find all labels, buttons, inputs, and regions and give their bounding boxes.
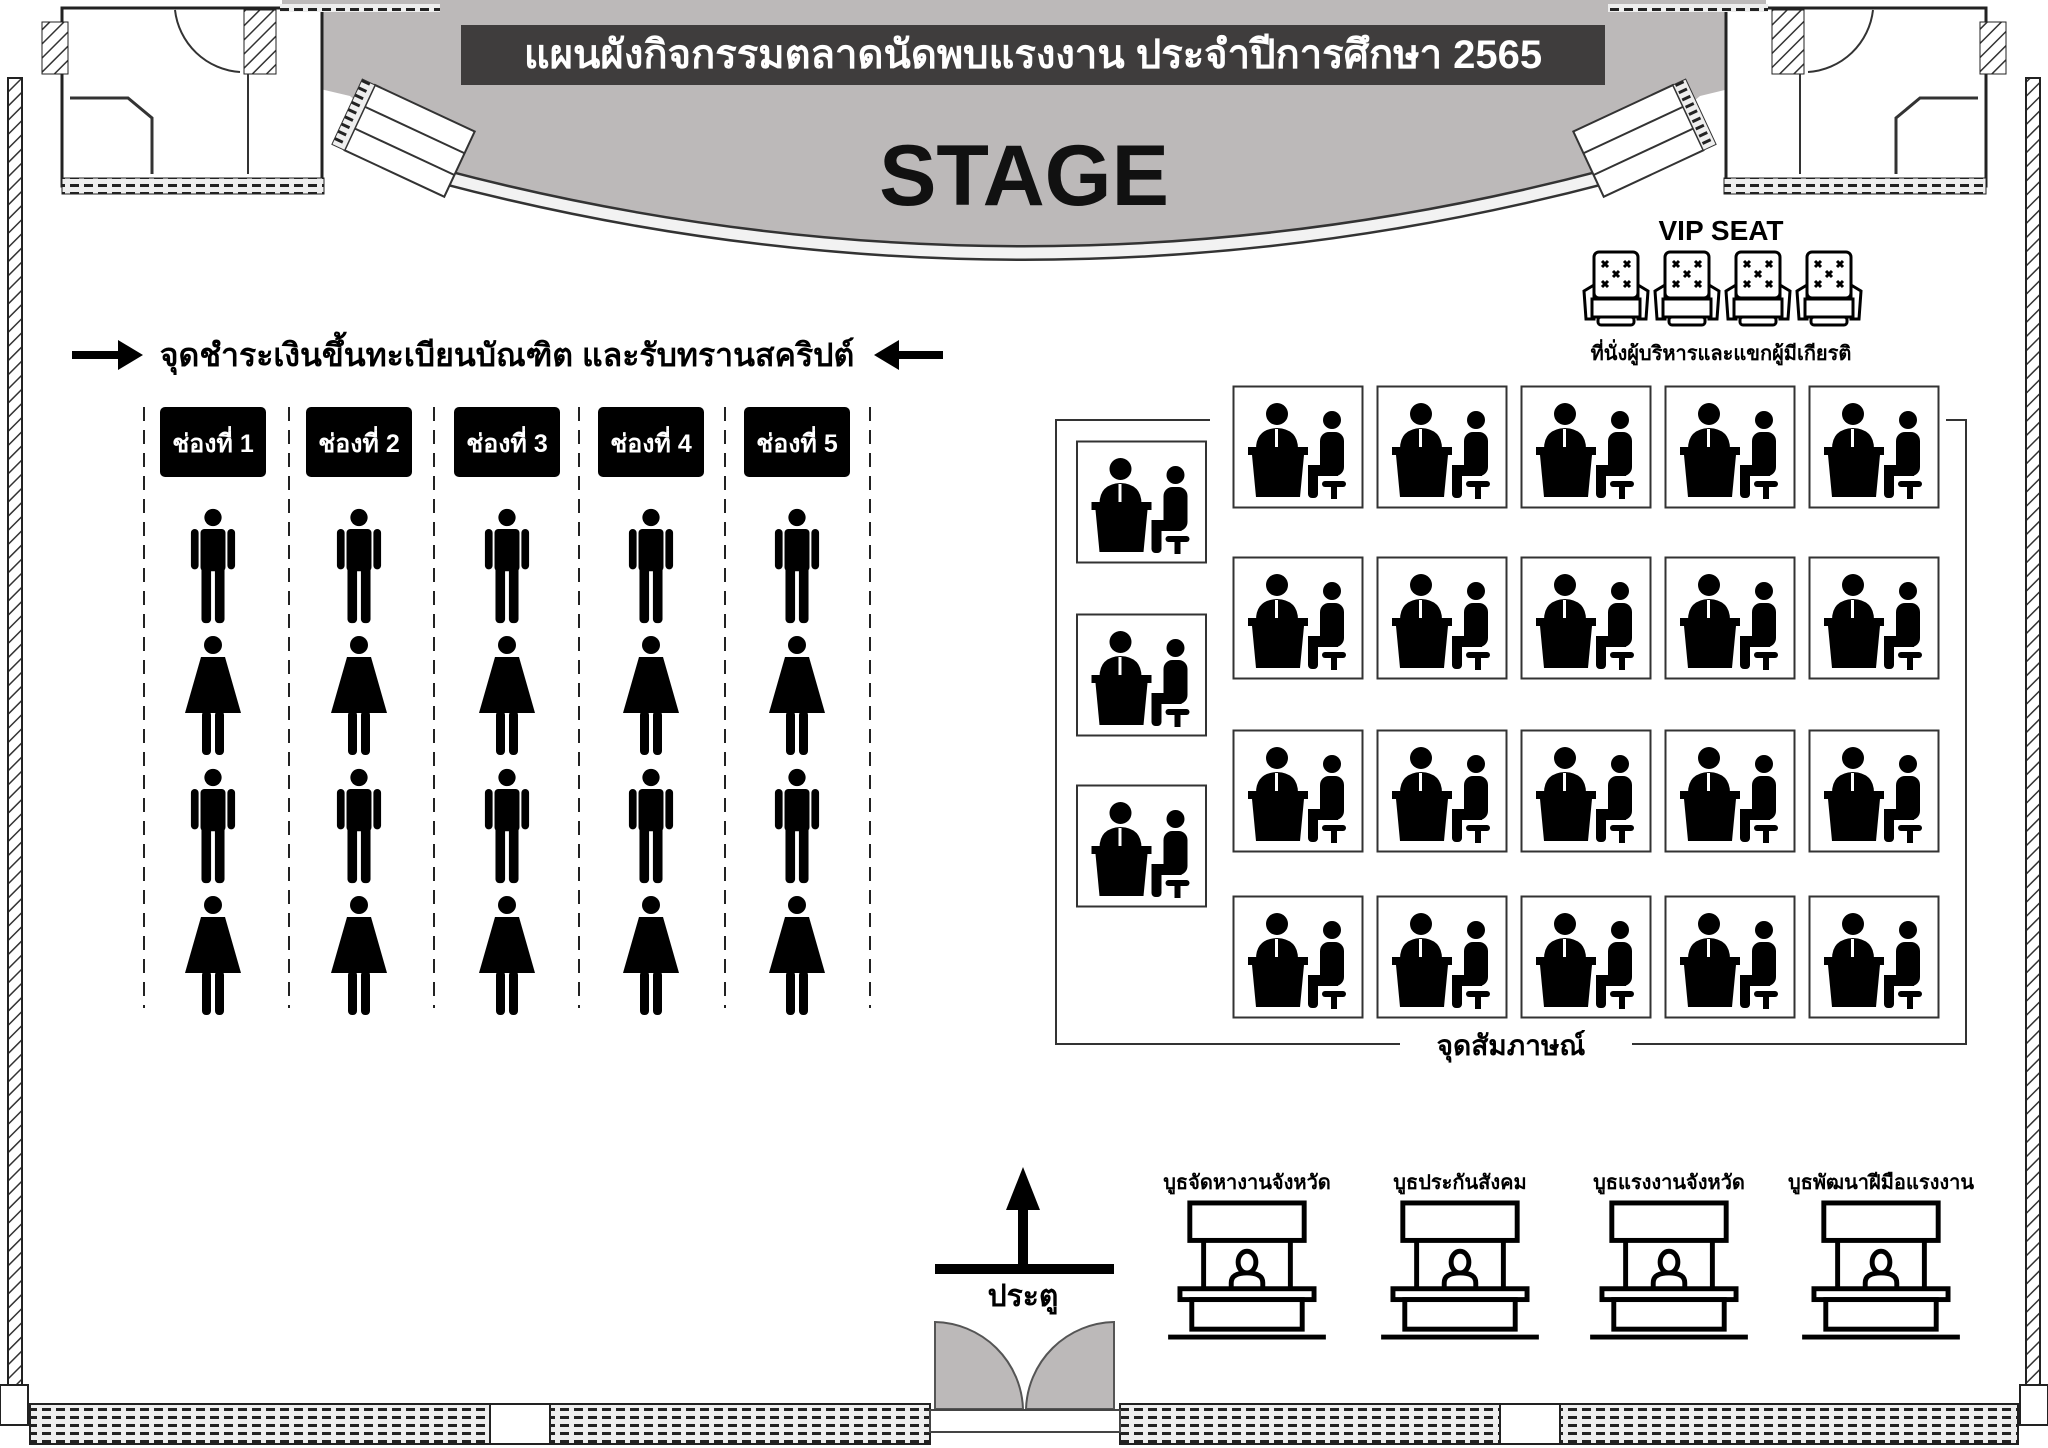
interview-booth-icon (1664, 556, 1796, 680)
male-person-icon (336, 768, 382, 884)
female-person-icon (623, 636, 679, 755)
stage-stairs-right (1571, 78, 1717, 199)
interview-booth-icon (1664, 729, 1796, 853)
vip-chair-icon (1582, 250, 1650, 327)
counter-1[interactable]: ช่องที่ 1 (160, 407, 266, 1015)
door-swing[interactable] (929, 1320, 1121, 1433)
counter-2[interactable]: ช่องที่ 2 (306, 407, 412, 1015)
vip-chair-icon (1795, 250, 1863, 327)
interview-booth-icon (1376, 729, 1508, 853)
male-person-icon (484, 508, 530, 624)
counter-3[interactable]: ช่องที่ 3 (454, 407, 560, 1015)
male-person-icon (774, 508, 820, 624)
female-person-icon (331, 636, 387, 755)
service-booth: บูธแรงงานจังหวัด (1590, 1172, 1748, 1337)
counter-badge (454, 407, 560, 477)
interview-booth-icon (1808, 729, 1940, 853)
corner-room-left (41, 4, 440, 195)
counter-badge (598, 407, 704, 477)
interview-area: จุดสัมภาษณ์ (1055, 385, 1967, 1063)
registration-area: จุดชำระเงินขึ้นทะเบียนบัณฑิต และรับทรานส… (72, 331, 943, 1015)
service-booth-label: บูธจัดหางานจังหวัด (1163, 1172, 1331, 1196)
service-booth-label: บูธแรงงานจังหวัด (1593, 1172, 1745, 1196)
female-person-icon (769, 636, 825, 755)
door-label: ประตู (988, 1280, 1059, 1315)
service-booth-icon (1590, 1203, 1748, 1337)
counter-badge (744, 407, 850, 477)
interview-booth-icon (1808, 556, 1940, 680)
interview-booth-icon (1232, 729, 1364, 853)
female-person-icon (331, 896, 387, 1015)
service-booth-area: บูธจัดหางานจังหวัด บูธประกันสังคม บูธแรงงา… (1163, 1171, 1974, 1337)
counter-badge (306, 407, 412, 477)
interview-booth-icon (1232, 385, 1364, 509)
counter-5[interactable]: ช่องที่ 5 (744, 407, 850, 1015)
interview-booth-icon (1376, 556, 1508, 680)
page-title: แผนผังกิจกรรมตลาดนัดพบแรงงาน ประจำปีการศ… (524, 33, 1542, 77)
interview-booth-icon (1376, 895, 1508, 1019)
service-booth-icon (1802, 1203, 1960, 1337)
interview-booth-icon (1520, 729, 1652, 853)
male-person-icon (484, 768, 530, 884)
male-person-icon (774, 768, 820, 884)
interview-booth-icon (1520, 556, 1652, 680)
male-person-icon (336, 508, 382, 624)
female-person-icon (623, 896, 679, 1015)
registration-heading: จุดชำระเงินขึ้นทะเบียนบัณฑิต และรับทรานส… (160, 331, 854, 376)
interview-booth-icon (1075, 613, 1208, 737)
counter-label: ช่องที่ 5 (756, 426, 838, 458)
vip-seat-area: VIP SEAT ที่นั่งผู้บริหารและแขกผู้มีเกีย… (1582, 215, 1863, 367)
vip-title: VIP SEAT (1658, 215, 1783, 246)
interview-label: จุดสัมภาษณ์ (1437, 1030, 1586, 1063)
stage-area: แผนผังกิจกรรมตลาดนัดพบแรงงาน ประจำปีการศ… (282, 0, 1766, 261)
counter-label: ช่องที่ 4 (610, 426, 692, 458)
interview-booth-icon (1520, 385, 1652, 509)
interview-booth-icon (1075, 784, 1208, 908)
arrow-left-icon (874, 340, 943, 370)
female-person-icon (185, 896, 241, 1015)
title-banner (461, 25, 1605, 85)
counter-label: ช่องที่ 2 (318, 426, 400, 458)
female-person-icon (769, 896, 825, 1015)
interview-booth-icon (1808, 385, 1940, 509)
arrow-up-icon (1006, 1167, 1040, 1210)
interview-booth-icon (1232, 895, 1364, 1019)
counter-label: ช่องที่ 1 (172, 426, 254, 458)
service-booth: บูธประกันสังคม (1381, 1172, 1539, 1337)
service-booth-label: บูธประกันสังคม (1393, 1172, 1526, 1196)
outer-walls (0, 77, 2048, 1445)
vip-chair-icon (1724, 250, 1792, 327)
vip-caption: ที่นั่งผู้บริหารและแขกผู้มีเกียรติ (1591, 338, 1852, 367)
interview-booth-icon (1376, 385, 1508, 509)
counter-label: ช่องที่ 3 (466, 426, 548, 458)
entrance: ประตู (929, 1167, 1121, 1433)
vip-chair-icon (1653, 250, 1721, 327)
stage-stairs-left (331, 78, 477, 199)
interview-booth-icon (1808, 895, 1940, 1019)
service-booth-icon (1168, 1203, 1326, 1337)
interview-bracket (1055, 419, 1967, 1045)
female-person-icon (479, 636, 535, 755)
male-person-icon (190, 508, 236, 624)
corner-room-right (1608, 4, 2007, 195)
stage-label: STAGE (879, 128, 1169, 224)
counter-badge (160, 407, 266, 477)
door-marker-line (935, 1264, 1114, 1274)
interview-booth-icon (1520, 895, 1652, 1019)
interview-booth-icon (1664, 895, 1796, 1019)
arrow-right-icon (72, 340, 143, 370)
male-person-icon (628, 768, 674, 884)
male-person-icon (190, 768, 236, 884)
service-booth: บูธพัฒนาฝีมือแรงงาน (1788, 1171, 1974, 1337)
service-booth-label: บูธพัฒนาฝีมือแรงงาน (1788, 1171, 1974, 1196)
service-booth: บูธจัดหางานจังหวัด (1163, 1172, 1331, 1337)
female-person-icon (479, 896, 535, 1015)
service-booth-icon (1381, 1203, 1539, 1337)
interview-booth-icon (1664, 385, 1796, 509)
counter-4[interactable]: ช่องที่ 4 (598, 407, 704, 1015)
interview-booth-icon (1232, 556, 1364, 680)
male-person-icon (628, 508, 674, 624)
interview-booth-icon (1075, 440, 1208, 564)
female-person-icon (185, 636, 241, 755)
